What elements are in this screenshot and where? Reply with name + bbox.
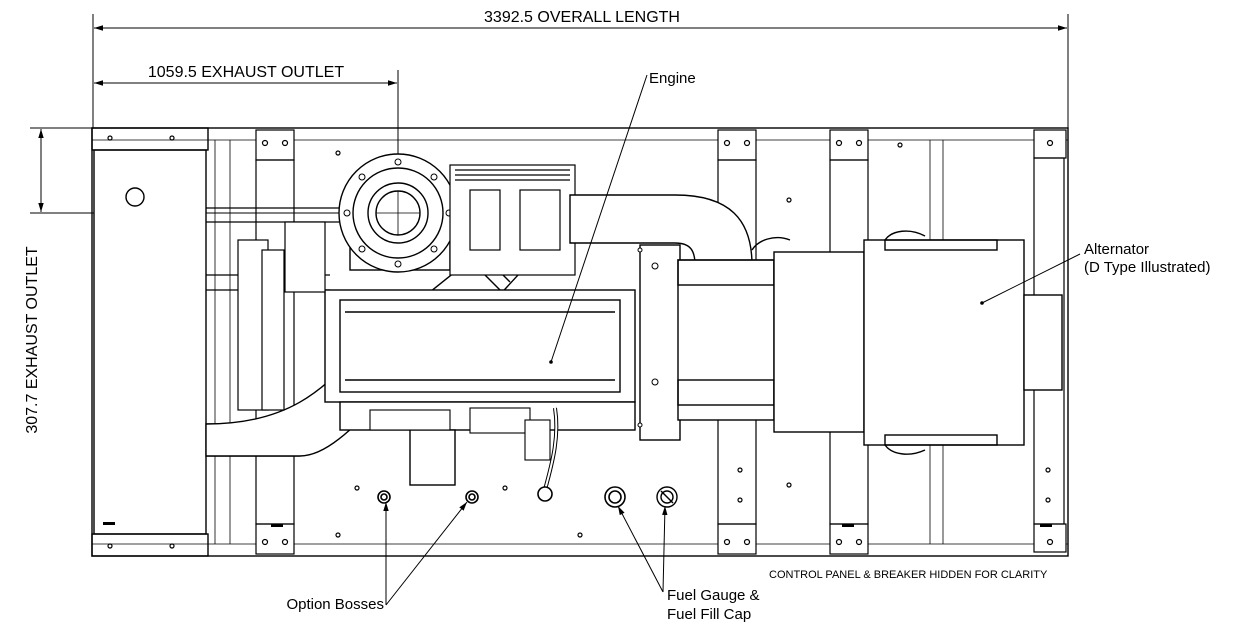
exhaust-outlet-vertical-label: 307.7 EXHAUST OUTLET	[24, 246, 41, 434]
engine-callout: Engine	[649, 70, 696, 87]
overall-length-dimension	[92, 14, 1069, 128]
fuel-leaders	[617, 505, 668, 593]
option-bosses-leaders	[383, 501, 468, 606]
fuel-fill-cap	[604, 486, 626, 508]
drain-fitting	[537, 486, 553, 502]
frame-bolt-holes	[107, 135, 1054, 549]
engine-top-components	[449, 164, 576, 276]
mounting-brackets	[255, 129, 1067, 555]
flywheel-housing	[639, 244, 775, 441]
fuel-callout-line1: Fuel Gauge &	[667, 587, 760, 604]
exhaust-outlet-horizontal-label: 1059.5 EXHAUST OUTLET	[148, 64, 344, 81]
alternator-body	[751, 230, 1063, 455]
lifting-lugs	[103, 522, 1052, 527]
flange-bolts	[343, 158, 453, 268]
engine-leader-dot	[549, 360, 553, 364]
lower-components	[369, 407, 559, 491]
fuel-callout-line2: Fuel Fill Cap	[667, 606, 751, 623]
exhaust-outlet-flange	[338, 153, 458, 273]
option-boss-2	[465, 490, 479, 504]
fuel-gauge	[656, 486, 678, 508]
alternator-callout-line2: (D Type Illustrated)	[1084, 259, 1210, 276]
option-bosses-callout: Option Bosses	[286, 596, 384, 613]
radiator	[91, 127, 209, 557]
housing-bolts	[637, 247, 659, 428]
alternator-leader	[981, 253, 1081, 304]
engine-block	[324, 289, 636, 486]
hidden-components-note: CONTROL PANEL & BREAKER HIDDEN FOR CLARI…	[769, 569, 1048, 581]
alternator-leader-dot	[980, 301, 984, 305]
overall-length-label: 3392.5 OVERALL LENGTH	[484, 9, 680, 26]
option-boss-1	[377, 490, 391, 504]
fan-assembly	[237, 221, 326, 411]
alternator-callout-line1: Alternator	[1084, 241, 1149, 258]
engine-leader	[550, 74, 648, 363]
